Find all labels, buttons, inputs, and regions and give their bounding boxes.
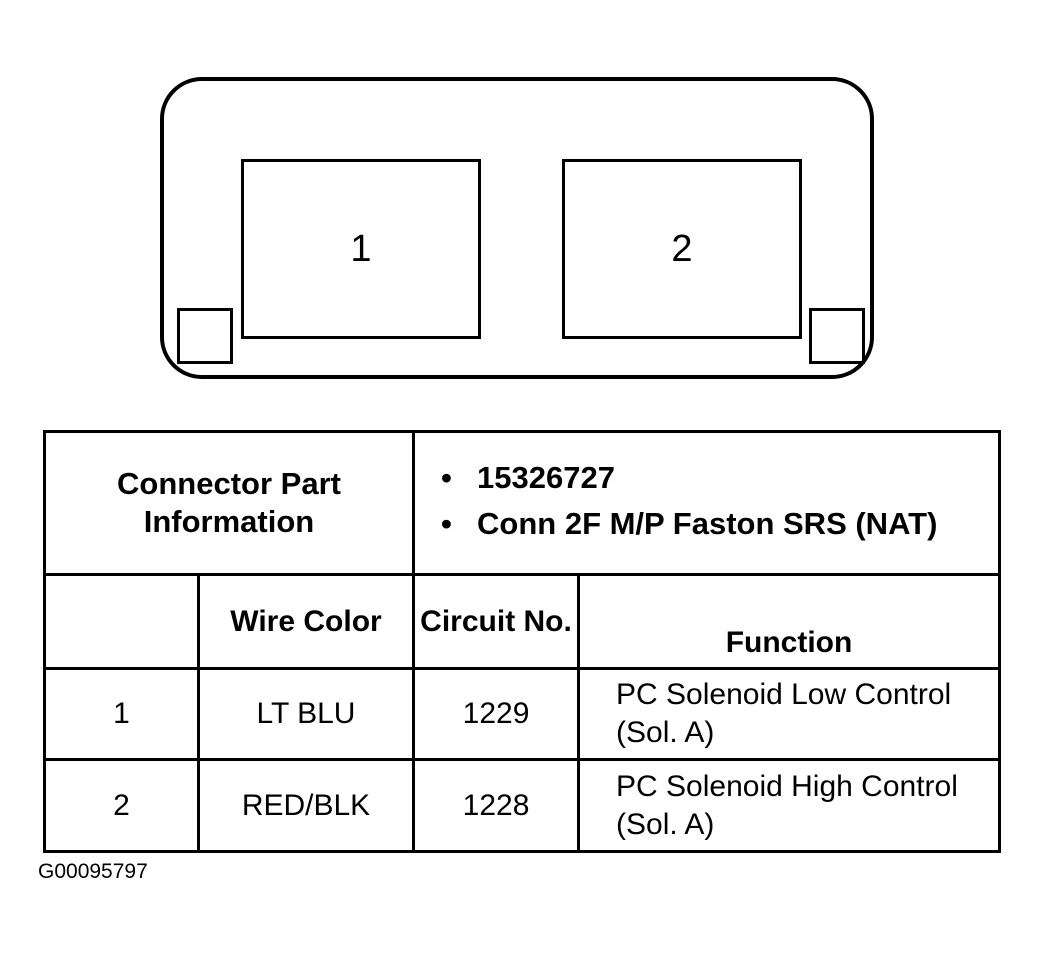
part-info-list: 15326727 Conn 2F M/P Faston SRS (NAT) bbox=[415, 459, 998, 543]
header-circuit-no: Circuit No. bbox=[412, 573, 581, 670]
cavity-1-label: 1 bbox=[350, 227, 372, 270]
locking-key-left bbox=[177, 308, 233, 364]
cavity-1: 1 bbox=[241, 159, 481, 339]
function-cell: PC Solenoid High Control (Sol. A) bbox=[577, 758, 1002, 853]
part-info-row: Connector Part Information 15326727 Conn… bbox=[42, 430, 1002, 576]
locking-key-right bbox=[809, 308, 865, 364]
function-cell: PC Solenoid Low Control (Sol. A) bbox=[577, 667, 1002, 761]
circuit-cell: 1229 bbox=[412, 667, 581, 761]
column-header-row: Wire Color Circuit No. Function bbox=[43, 573, 1002, 670]
connector-description: Conn 2F M/P Faston SRS (NAT) bbox=[441, 505, 998, 543]
part-info-details: 15326727 Conn 2F M/P Faston SRS (NAT) bbox=[412, 430, 1002, 576]
circuit-cell: 1228 bbox=[412, 758, 581, 853]
cavity-2-label: 2 bbox=[671, 227, 693, 270]
connector-info-table: Connector Part Information 15326727 Conn… bbox=[42, 430, 1002, 853]
pin-cell: 2 bbox=[43, 758, 200, 853]
table-row: 2 RED/BLK 1228 PC Solenoid High Control … bbox=[43, 758, 1002, 853]
pin-cell: 1 bbox=[43, 667, 200, 761]
table-row: 1 LT BLU 1229 PC Solenoid Low Control (S… bbox=[43, 667, 1002, 761]
wire-color-cell: LT BLU bbox=[196, 667, 416, 761]
header-function: Function bbox=[577, 573, 1002, 670]
header-wire-color: Wire Color bbox=[196, 573, 416, 670]
header-pin bbox=[43, 573, 200, 670]
part-number: 15326727 bbox=[441, 459, 998, 497]
connector-body: 1 2 bbox=[160, 77, 874, 379]
cavity-2: 2 bbox=[562, 159, 802, 339]
figure-code: G00095797 bbox=[38, 860, 148, 883]
wire-color-cell: RED/BLK bbox=[196, 758, 416, 853]
part-info-label: Connector Part Information bbox=[42, 430, 416, 576]
